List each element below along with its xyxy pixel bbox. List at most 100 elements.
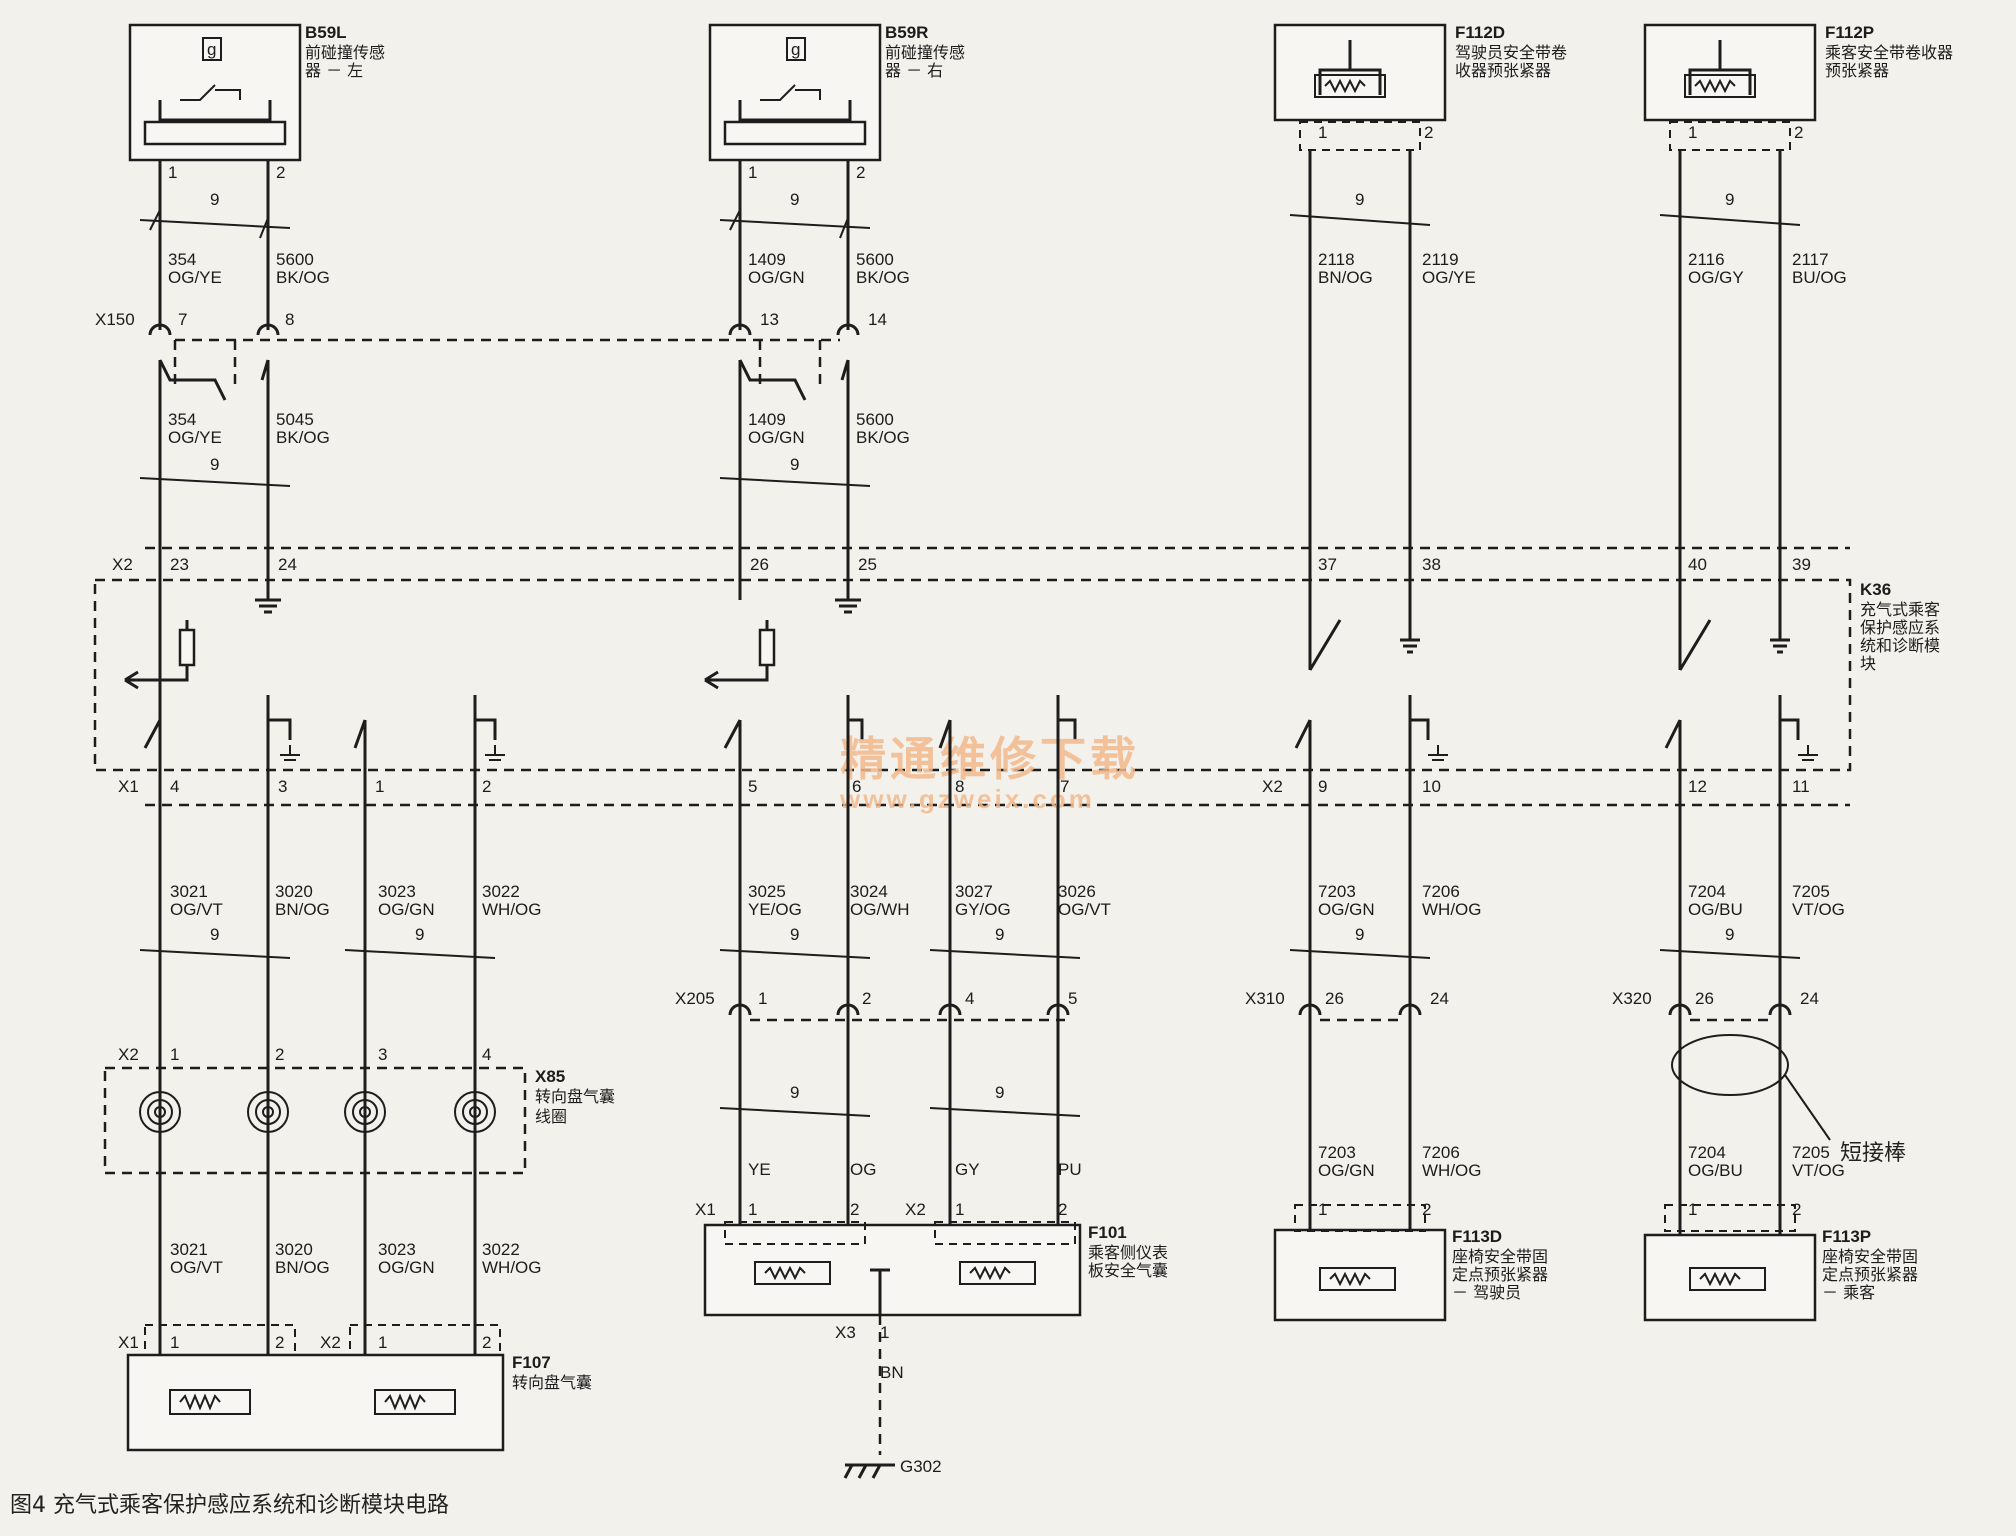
f113d-id: F113D — [1452, 1227, 1502, 1246]
x3-label: X3 — [835, 1323, 856, 1342]
twist-count: 9 — [790, 925, 799, 944]
circuit-number: 2116 — [1688, 250, 1725, 269]
pin-label: 23 — [170, 555, 189, 574]
pin-label: 1 — [375, 777, 384, 796]
circuit-number: 3021 — [170, 1240, 208, 1259]
wire-color: OG — [850, 1160, 876, 1179]
wire-color: OG/VT — [170, 900, 223, 919]
f113p-desc: 座椅安全带固 — [1822, 1247, 1918, 1266]
pin-label: 25 — [858, 555, 877, 574]
x150-connector: X150 7 8 13 14 — [95, 310, 887, 401]
x150-label: X150 — [95, 310, 135, 329]
pin-label: 2 — [275, 1333, 284, 1352]
pin-label: 2 — [275, 1045, 284, 1064]
b59l-sensor: g B59L 前碰撞传感 器 － 左 — [128, 23, 385, 162]
b59r-desc-1: 前碰撞传感 — [885, 43, 965, 62]
pin-label: 1 — [1688, 1200, 1697, 1219]
circuit-number: 5600 — [856, 410, 894, 429]
f101-desc: 板安全气囊 — [1088, 1261, 1168, 1280]
f113d-pretensioner: 7203 OG/GN 7206 WH/OG 1 2 F113D 座椅安全带固 定… — [1273, 1143, 1548, 1322]
svg-text:g: g — [791, 40, 800, 59]
b59l-desc-1: 前碰撞传感 — [305, 43, 385, 62]
b59r-id: B59R — [885, 23, 928, 42]
wire-color: BU/OG — [1792, 268, 1847, 287]
f112d-pretensioner: F112D 驾驶员安全带卷 收器预张紧器 — [1273, 23, 1567, 151]
circuit-number: 2118 — [1318, 250, 1355, 269]
wire-color: OG/GN — [378, 1258, 435, 1277]
pin-label: 1 — [955, 1200, 964, 1219]
wire-color: YE — [748, 1160, 771, 1179]
f112d-desc-1: 驾驶员安全带卷 — [1455, 43, 1567, 62]
wire-color: OG/GN — [1318, 1161, 1375, 1180]
b59r-sensor: g B59R 前碰撞传感 器 － 右 — [708, 23, 965, 162]
k36-desc: 统和诊断模 — [1860, 636, 1940, 655]
wire-color: OG/WH — [850, 900, 910, 919]
pin-label: 11 — [1792, 777, 1810, 796]
wire-color: WH/OG — [1422, 900, 1482, 919]
twist-count: 9 — [210, 455, 219, 474]
pin-label: 2 — [1058, 1200, 1067, 1219]
x2-module-label: X2 — [1262, 777, 1283, 796]
f113d-desc: 座椅安全带固 — [1452, 1247, 1548, 1266]
pin-label: 38 — [1422, 555, 1441, 574]
watermark-text: 精通维修下载 — [840, 732, 1140, 786]
pin-label: 13 — [760, 310, 779, 329]
circuit-number: 3025 — [748, 882, 786, 901]
pin-label: 26 — [1695, 989, 1714, 1008]
wire-color: OG/YE — [1422, 268, 1476, 287]
f112p-pretensioner: F112P 乘客安全带卷收器 预张紧器 — [1643, 23, 1953, 151]
pin-label: 26 — [750, 555, 769, 574]
pin-label: 1 — [1688, 123, 1697, 142]
wire-color: OG/BU — [1688, 900, 1743, 919]
circuit-number: 3023 — [378, 882, 416, 901]
twist-count: 9 — [790, 190, 799, 209]
b59l-desc-2: 器 － 左 — [305, 61, 363, 80]
wire-color: BK/OG — [856, 428, 910, 447]
x85-coil: X2 1 2 3 4 X85 转向盘气囊 线圈 — [103, 1045, 615, 1175]
twist-marks-top — [139, 209, 1801, 487]
wire-color: OG/BU — [1688, 1161, 1743, 1180]
b59l-id: B59L — [305, 23, 347, 42]
f113p-pretensioner: 7204 OG/BU 7205 VT/OG 1 2 F113P 座椅安全带固 定… — [1643, 1143, 1918, 1322]
circuit-number: 354 — [168, 250, 196, 269]
top-wires — [158, 150, 1782, 1080]
wire-color: WH/OG — [482, 900, 542, 919]
pin-label: 5 — [1068, 989, 1077, 1008]
f101-desc: 乘客侧仪表 — [1088, 1243, 1168, 1262]
twist-count: 9 — [210, 190, 219, 209]
pin-label: 39 — [1792, 555, 1811, 574]
wire-color: OG/YE — [168, 428, 222, 447]
k36-desc: 充气式乘客 — [1860, 600, 1940, 619]
wire-color: BK/OG — [276, 428, 330, 447]
f107-airbag: 3021 OG/VT 3020 BN/OG 3023 OG/GN 3022 WH… — [118, 1240, 592, 1452]
wire-color: OG/GN — [378, 900, 435, 919]
pin-label: 6 — [852, 777, 861, 796]
pin-label: 1 — [758, 989, 767, 1008]
wire-color: OG/VT — [170, 1258, 223, 1277]
pin-label: 10 — [1422, 777, 1441, 796]
twist-count: 9 — [790, 1083, 799, 1102]
wire-color: OG/GN — [748, 268, 805, 287]
mid-circuit-labels: 354 OG/YE 5045 BK/OG 1409 OG/GN 5600 BK/… — [168, 410, 910, 447]
circuit-number: 7203 — [1318, 1143, 1356, 1162]
wire-color: WH/OG — [1422, 1161, 1482, 1180]
pin-label: 2 — [482, 1333, 491, 1352]
wire-color: OG/YE — [168, 268, 222, 287]
pin-label: 40 — [1688, 555, 1707, 574]
g302-label: G302 — [900, 1457, 942, 1476]
f113p-desc: 定点预张紧器 — [1822, 1265, 1918, 1284]
wire-color: OG/GN — [1318, 900, 1375, 919]
pin-label: 2 — [856, 163, 865, 182]
circuit-number: 7205 — [1792, 882, 1830, 901]
pin-label: 1 — [1318, 123, 1327, 142]
pin-label: 37 — [1318, 555, 1337, 574]
wire-color: BK/OG — [276, 268, 330, 287]
f113d-desc: 定点预张紧器 — [1452, 1265, 1548, 1284]
circuit-number: 7206 — [1422, 882, 1460, 901]
circuit-number: 5600 — [276, 250, 314, 269]
circuit-number: 3022 — [482, 1240, 520, 1259]
twist-count: 9 — [995, 925, 1004, 944]
circuit-number: 7205 — [1792, 1143, 1830, 1162]
pin-label: 4 — [170, 777, 179, 796]
k36-id: K36 — [1860, 580, 1891, 599]
